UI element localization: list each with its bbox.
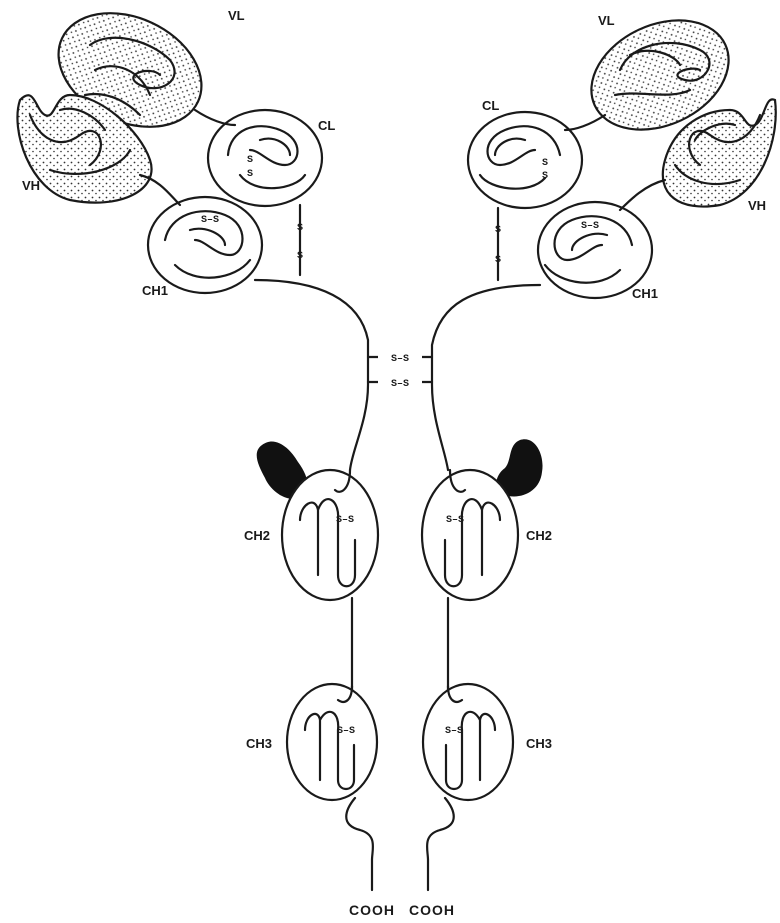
fc-region: S–S S–S S–S S–S <box>257 439 543 890</box>
linker-vh-ch1-right <box>620 180 665 210</box>
cl-domain-right <box>468 112 582 208</box>
right-fab-arm <box>432 0 776 470</box>
ch3-domain-left: S–S <box>287 684 377 800</box>
label-ch2-left: CH2 <box>244 528 270 543</box>
label-ch1-right: CH1 <box>632 286 658 301</box>
label-ch3-left: CH3 <box>246 736 272 751</box>
svg-text:S: S <box>542 158 548 169</box>
svg-text:S: S <box>297 251 303 262</box>
hinge-ss-top: S–S <box>391 354 409 365</box>
label-ch3-right: CH3 <box>526 736 552 751</box>
ch2-right-intrachain-ss: S–S <box>446 515 464 526</box>
label-cl-left: CL <box>318 118 335 133</box>
ch3-right-intrachain-ss: S–S <box>445 726 463 737</box>
ch1-domain-left <box>148 197 262 293</box>
label-vl-left: VL <box>228 8 245 23</box>
svg-text:S: S <box>297 223 303 234</box>
cooh-terminus-right: COOH <box>409 902 455 918</box>
ch1-domain-right <box>538 202 652 298</box>
svg-text:S: S <box>247 155 253 166</box>
left-fab-arm <box>17 0 368 470</box>
c-terminal-tail-left <box>346 798 373 890</box>
label-vl-right: VL <box>598 13 615 28</box>
hinge-ss-bottom: S–S <box>391 379 409 390</box>
svg-text:S–S: S–S <box>581 221 599 232</box>
c-terminal-tail-right <box>427 798 454 890</box>
ch3-domain-right: S–S <box>423 684 513 800</box>
hinge-disulfide-bonds: S–S S–S <box>368 350 432 390</box>
ch2-left-intrachain-ss: S–S <box>336 515 354 526</box>
ch3-left-intrachain-ss: S–S <box>337 726 355 737</box>
label-vh-left: VH <box>22 178 40 193</box>
cooh-terminus-left: COOH <box>349 902 395 918</box>
svg-text:S: S <box>495 255 501 266</box>
svg-text:S: S <box>247 169 253 180</box>
label-vh-right: VH <box>748 198 766 213</box>
label-ch2-right: CH2 <box>526 528 552 543</box>
svg-text:S: S <box>542 171 548 182</box>
ch2-domain-left: S–S <box>282 470 378 600</box>
label-ch1-left: CH1 <box>142 283 168 298</box>
svg-text:S–S: S–S <box>201 215 219 226</box>
svg-text:S: S <box>495 225 501 236</box>
ch2-domain-right: S–S <box>422 470 518 600</box>
label-cl-right: CL <box>482 98 499 113</box>
linker-vl-cl-right <box>565 115 605 130</box>
